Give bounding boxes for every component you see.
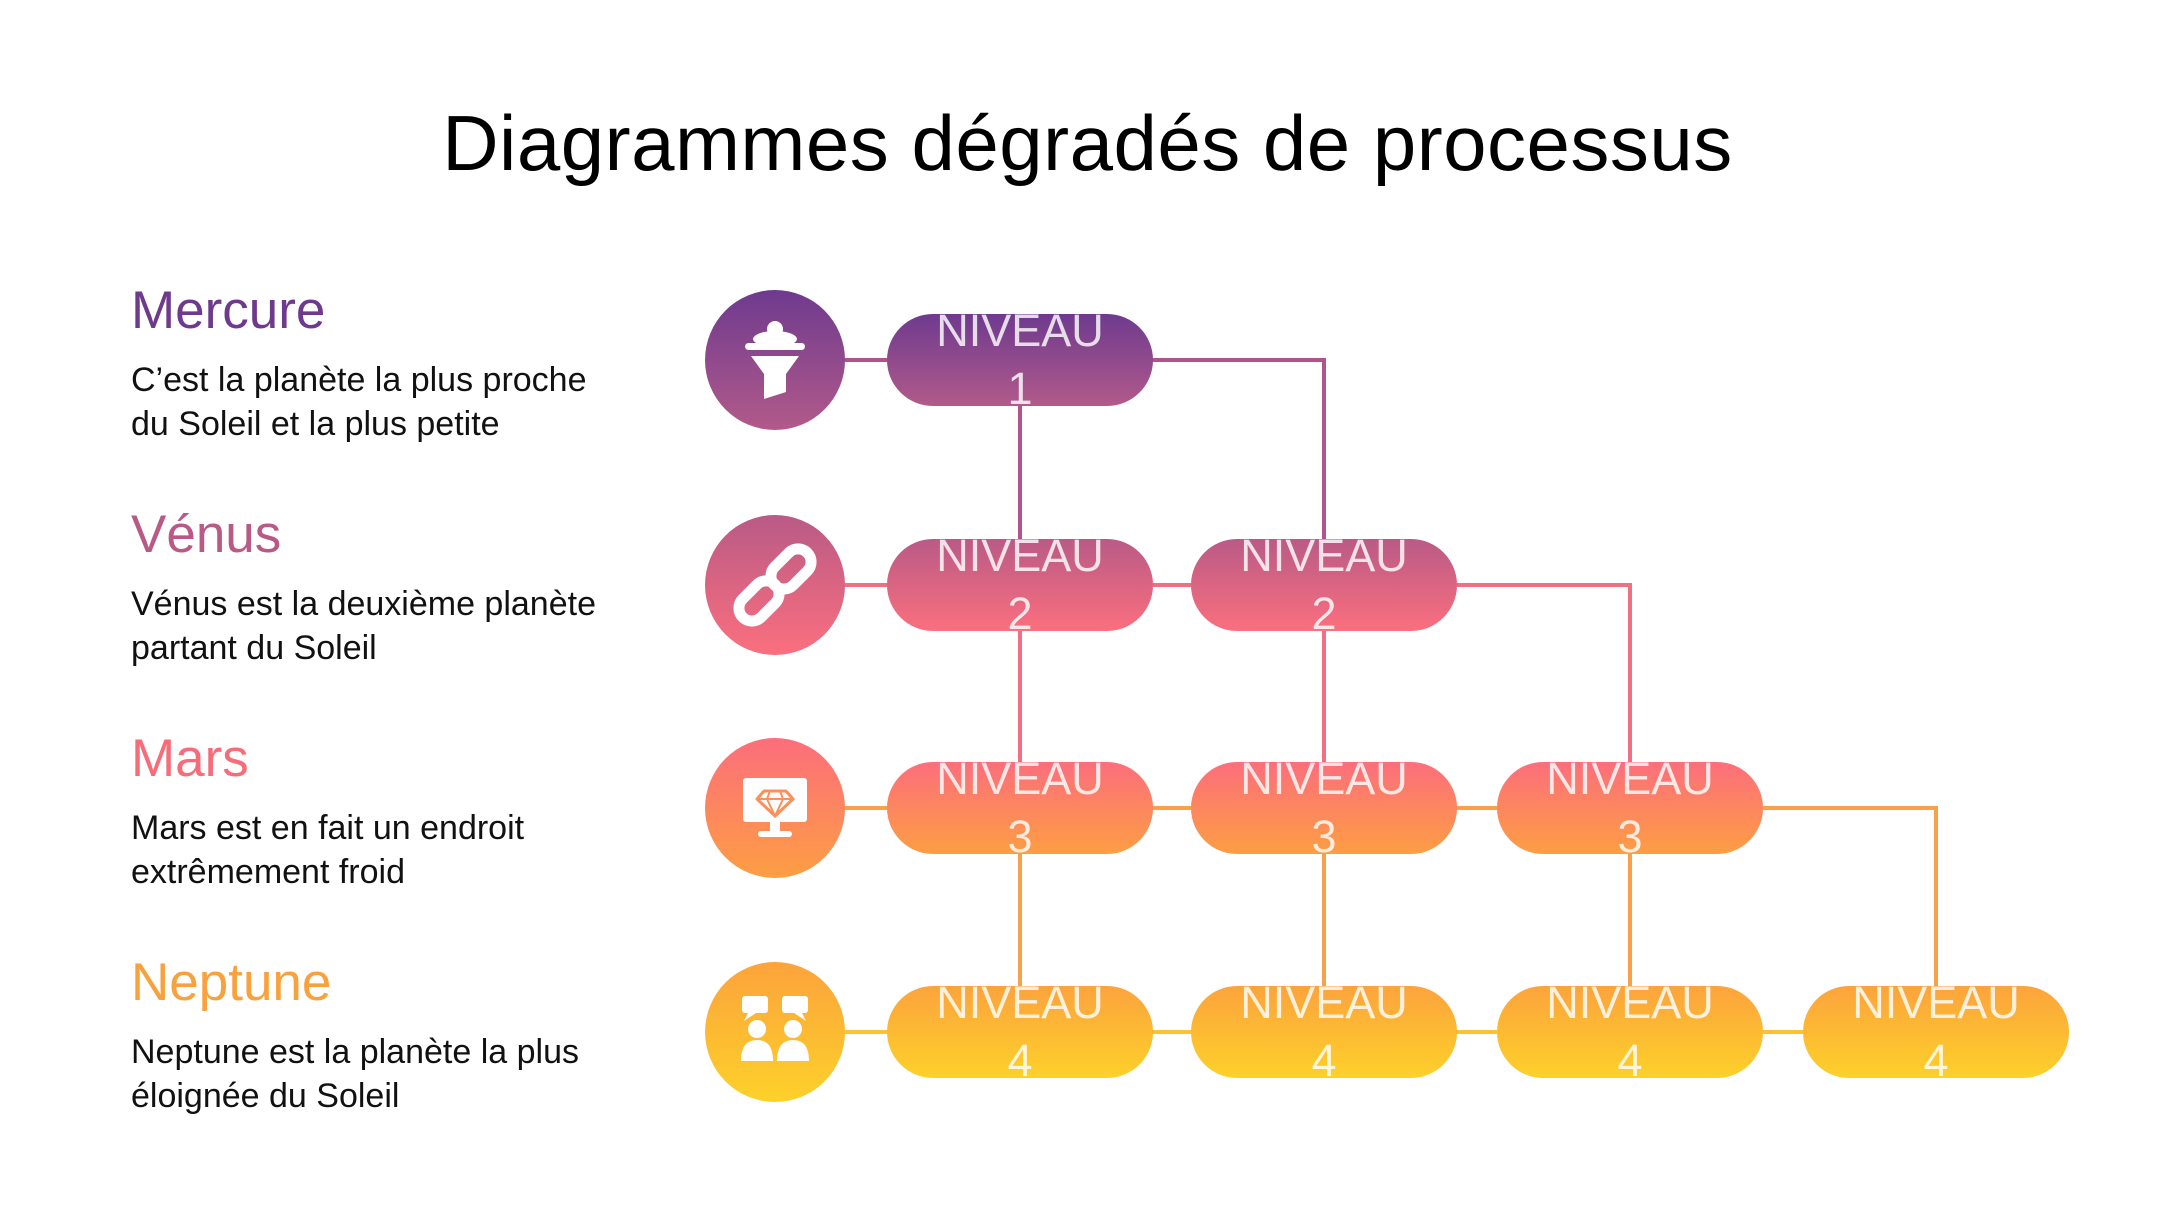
level-pill: NIVEAU 4 xyxy=(1803,977,2069,1086)
row-heading-mercure: Mercure xyxy=(131,281,326,340)
level-pill-number: 4 xyxy=(1311,1035,1336,1086)
row-description-venus: Vénus est la deuxième planète partant du… xyxy=(131,585,596,667)
level-pill: NIVEAU 1 xyxy=(887,305,1153,414)
level-pill-label: NIVEAU xyxy=(1546,753,1714,804)
level-pill-label: NIVEAU xyxy=(1240,753,1408,804)
level-pill: NIVEAU 2 xyxy=(1191,530,1457,639)
row-mercure-text: Mercure C’est la planète la plus proche … xyxy=(131,280,651,446)
level-pill-shape xyxy=(1191,762,1457,854)
level-pills: NIVEAU1NIVEAU2NIVEAU2NIVEAU3NIVEAU3NIVEA… xyxy=(887,305,2069,1086)
row-mars-text: Mars Mars est en fait un endroit extrême… xyxy=(131,728,651,894)
level-pill-shape xyxy=(1803,986,2069,1078)
connectors xyxy=(775,358,1938,1034)
level-pill-shape xyxy=(887,539,1153,631)
icon-circle-neptune xyxy=(705,962,845,1102)
level-pill-number: 2 xyxy=(1007,588,1032,639)
level-pill: NIVEAU 4 xyxy=(1191,977,1457,1086)
level-pill: NIVEAU 4 xyxy=(1497,977,1763,1086)
level-pill-number: 1 xyxy=(1007,363,1032,414)
level-pill-shape xyxy=(1191,986,1457,1078)
level-pill: NIVEAU 4 xyxy=(887,977,1153,1086)
level-pill-number: 4 xyxy=(1923,1035,1948,1086)
level-pill-label: NIVEAU xyxy=(1852,977,2020,1028)
level-pill-number: 3 xyxy=(1617,811,1642,862)
level-pill-number: 2 xyxy=(1311,588,1336,639)
link-icon xyxy=(733,543,817,627)
row-description-mars: Mars est en fait un endroit extrêmement … xyxy=(131,809,525,891)
level-pill-number: 4 xyxy=(1007,1035,1032,1086)
level-pill-shape xyxy=(887,314,1153,406)
connector-line xyxy=(1757,806,1938,1032)
funnel-icon xyxy=(745,321,805,399)
level-pill: NIVEAU 3 xyxy=(887,753,1153,862)
row-heading-mars: Mars xyxy=(131,729,249,788)
row-heading-venus: Vénus xyxy=(131,505,282,564)
row-neptune-text: Neptune Neptune est la planète la plus é… xyxy=(131,952,651,1118)
level-pill-label: NIVEAU xyxy=(936,753,1104,804)
page-title: Diagrammes dégradés de processus xyxy=(442,99,1733,187)
row-heading-neptune: Neptune xyxy=(131,953,332,1012)
people-chat-icon xyxy=(741,996,809,1061)
row-venus-text: Vénus Vénus est la deuxième planète part… xyxy=(131,504,651,670)
level-pill-label: NIVEAU xyxy=(1240,530,1408,581)
level-pill-number: 3 xyxy=(1311,811,1336,862)
level-pill-shape xyxy=(887,986,1153,1078)
level-pill-number: 3 xyxy=(1007,811,1032,862)
level-pill-label: NIVEAU xyxy=(936,530,1104,581)
level-pill-shape xyxy=(1497,762,1763,854)
icon-circle-mars xyxy=(705,738,845,878)
level-pill: NIVEAU 3 xyxy=(1191,753,1457,862)
row-description-neptune: Neptune est la planète la plus éloignée … xyxy=(131,1033,579,1115)
monitor-diamond-icon xyxy=(743,778,807,837)
row-description-mercure: C’est la planète la plus proche du Solei… xyxy=(131,361,587,443)
icon-circle-mercure xyxy=(705,290,845,430)
level-pill-label: NIVEAU xyxy=(1546,977,1714,1028)
connector-line xyxy=(1451,583,1632,808)
level-pill-label: NIVEAU xyxy=(936,977,1104,1028)
level-pill-number: 4 xyxy=(1617,1035,1642,1086)
level-pill-shape xyxy=(1191,539,1457,631)
icon-circle-venus xyxy=(705,515,845,655)
level-pill-shape xyxy=(1497,986,1763,1078)
level-pill-label: NIVEAU xyxy=(1240,977,1408,1028)
level-pill-shape xyxy=(887,762,1153,854)
level-pill: NIVEAU 3 xyxy=(1497,753,1763,862)
level-pill-label: NIVEAU xyxy=(936,305,1104,356)
level-pill: NIVEAU 2 xyxy=(887,530,1153,639)
connector-line xyxy=(1146,358,1326,585)
